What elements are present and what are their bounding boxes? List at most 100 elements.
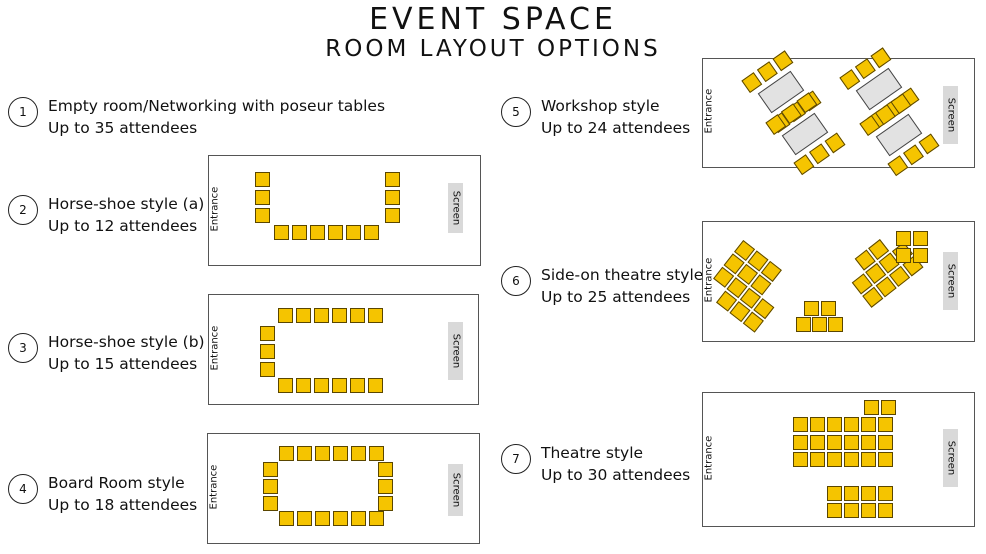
entrance-label: Entrance bbox=[209, 325, 221, 370]
chair bbox=[260, 344, 275, 359]
entrance-label: Entrance bbox=[703, 435, 715, 480]
room-diagram-horseshoe-b: Entrance Screen bbox=[208, 294, 479, 405]
chair bbox=[864, 400, 879, 415]
chair bbox=[310, 225, 325, 240]
chair bbox=[278, 308, 293, 323]
chair bbox=[861, 503, 876, 518]
chair bbox=[333, 511, 348, 526]
chair bbox=[296, 308, 311, 323]
screen-label: Screen bbox=[945, 97, 956, 133]
screen: Screen bbox=[943, 86, 958, 144]
screen-label: Screen bbox=[450, 333, 461, 369]
page-subtitle: ROOM LAYOUT OPTIONS bbox=[325, 36, 661, 62]
chair bbox=[332, 378, 347, 393]
entrance-label: Entrance bbox=[703, 257, 715, 302]
option-capacity: Up to 12 attendees bbox=[48, 217, 198, 235]
chair bbox=[896, 248, 911, 263]
room-diagram-side-on-theatre: Entrance Screen bbox=[702, 221, 975, 342]
chair bbox=[861, 452, 876, 467]
chair bbox=[263, 462, 278, 477]
screen: Screen bbox=[448, 464, 463, 516]
chair bbox=[844, 486, 859, 501]
chair bbox=[378, 479, 393, 494]
chair bbox=[315, 446, 330, 461]
chair bbox=[332, 308, 347, 323]
option-name: Side-on theatre style bbox=[541, 266, 704, 284]
chair bbox=[333, 446, 348, 461]
option-number: 2 bbox=[8, 195, 38, 225]
chair bbox=[844, 417, 859, 432]
option-number: 4 bbox=[8, 474, 38, 504]
chair bbox=[368, 378, 383, 393]
chair bbox=[314, 378, 329, 393]
chair bbox=[350, 308, 365, 323]
chair bbox=[297, 511, 312, 526]
option-name: Theatre style bbox=[541, 444, 644, 462]
option-capacity: Up to 35 attendees bbox=[48, 119, 198, 137]
chair bbox=[824, 132, 846, 154]
chair bbox=[796, 317, 811, 332]
chair bbox=[385, 208, 400, 223]
option-text: Horse-shoe style (b) Up to 15 attendees bbox=[48, 331, 205, 375]
option-name: Horse-shoe style (a) bbox=[48, 195, 205, 213]
option-name: Empty room/Networking with poseur tables bbox=[48, 97, 386, 115]
chair bbox=[903, 144, 924, 166]
chair bbox=[810, 452, 825, 467]
chair bbox=[827, 435, 842, 450]
chair bbox=[804, 301, 819, 316]
chair bbox=[896, 231, 911, 246]
chair bbox=[878, 503, 893, 518]
chair bbox=[861, 417, 876, 432]
chair bbox=[793, 452, 808, 467]
option-capacity: Up to 30 attendees bbox=[541, 466, 691, 484]
chair bbox=[810, 435, 825, 450]
chair bbox=[385, 172, 400, 187]
screen-label: Screen bbox=[450, 190, 461, 226]
chair bbox=[369, 511, 384, 526]
chair bbox=[368, 308, 383, 323]
room-diagram-theatre: Entrance Screen bbox=[702, 392, 975, 527]
chair bbox=[918, 133, 940, 155]
chair bbox=[274, 225, 289, 240]
chair bbox=[292, 225, 307, 240]
chair bbox=[350, 378, 365, 393]
chair bbox=[255, 190, 270, 205]
chair bbox=[793, 435, 808, 450]
chair bbox=[844, 503, 859, 518]
room-diagram-board-room: Entrance Screen bbox=[207, 433, 480, 544]
chair bbox=[378, 496, 393, 511]
option-number: 1 bbox=[8, 97, 38, 127]
screen: Screen bbox=[943, 252, 958, 310]
chair bbox=[314, 308, 329, 323]
option-capacity: Up to 15 attendees bbox=[48, 355, 198, 373]
chair bbox=[844, 435, 859, 450]
page-title: EVENT SPACE bbox=[369, 2, 617, 37]
option-name: Workshop style bbox=[541, 97, 660, 115]
chair bbox=[378, 462, 393, 477]
chair bbox=[741, 72, 763, 93]
chair bbox=[351, 511, 366, 526]
screen-label: Screen bbox=[945, 263, 956, 299]
option-capacity: Up to 25 attendees bbox=[541, 288, 691, 306]
option-capacity: Up to 24 attendees bbox=[541, 119, 691, 137]
chair bbox=[913, 248, 928, 263]
screen: Screen bbox=[943, 429, 958, 487]
chair bbox=[756, 61, 778, 83]
chair bbox=[812, 317, 827, 332]
entrance-label: Entrance bbox=[208, 464, 220, 509]
chair bbox=[809, 143, 830, 165]
chair bbox=[296, 378, 311, 393]
chair bbox=[878, 417, 893, 432]
option-number: 5 bbox=[501, 97, 531, 127]
option-text: Empty room/Networking with poseur tables… bbox=[48, 95, 385, 139]
chair bbox=[913, 231, 928, 246]
room-diagram-workshop: Entrance Screen bbox=[702, 47, 975, 177]
entrance-label: Entrance bbox=[209, 186, 221, 231]
chair bbox=[861, 435, 876, 450]
screen-label: Screen bbox=[945, 440, 956, 476]
chair bbox=[839, 69, 861, 90]
chair bbox=[844, 452, 859, 467]
chair bbox=[315, 511, 330, 526]
entrance-label: Entrance bbox=[703, 88, 715, 134]
option-text: Board Room style Up to 18 attendees bbox=[48, 472, 197, 516]
